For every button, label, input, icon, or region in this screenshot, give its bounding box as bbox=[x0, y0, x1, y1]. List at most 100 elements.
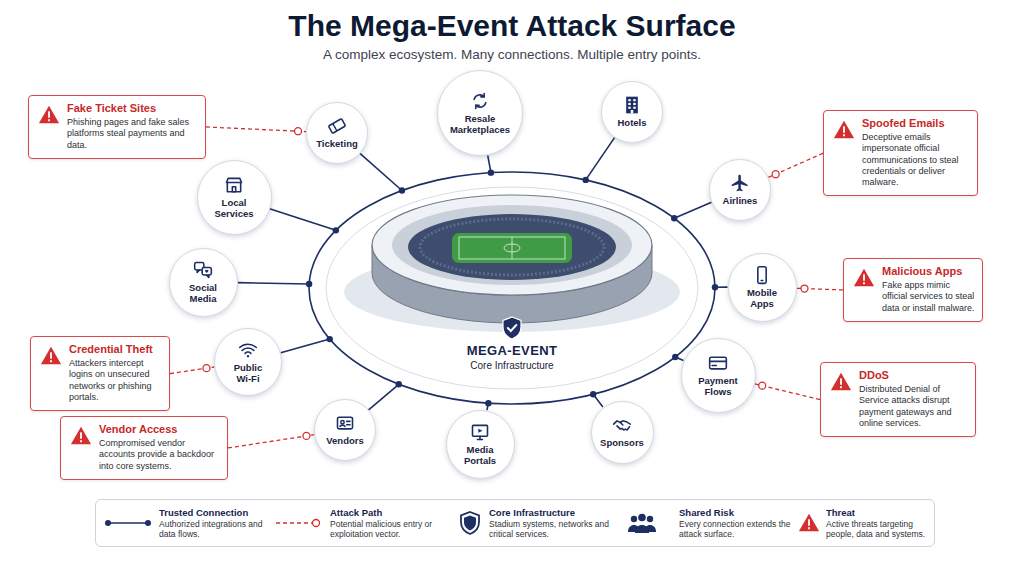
graphic-part bbox=[41, 347, 61, 364]
trusted-connection bbox=[270, 209, 336, 231]
title-holder: The Mega-Event Attack Surface bbox=[0, 8, 1024, 44]
graphic-part bbox=[326, 187, 698, 389]
legend-sample bbox=[274, 518, 322, 528]
trusted-connection bbox=[237, 283, 309, 284]
service-node: Media Portals bbox=[446, 410, 515, 479]
graphic-part bbox=[333, 124, 336, 130]
callout-body: Phishing pages and fake sales platforms … bbox=[67, 117, 198, 151]
graphic-part bbox=[202, 267, 211, 275]
callout-heading: Credential Theft bbox=[69, 343, 162, 356]
graphic-part bbox=[478, 428, 482, 432]
page-subtitle: A complex ecosystem. Many connections. M… bbox=[0, 47, 1024, 63]
legend-description: Stadium systems, networks and critical s… bbox=[489, 519, 615, 539]
legend-entry: ThreatActive threats targeting people, d… bbox=[826, 507, 934, 539]
node-label: Public Wi-Fi bbox=[228, 363, 268, 385]
graphic-part bbox=[80, 432, 82, 438]
graphic-part bbox=[227, 178, 242, 182]
graphic-part bbox=[628, 514, 656, 533]
legend-text: Threat bbox=[826, 507, 934, 518]
service-node: Sponsors bbox=[591, 401, 654, 464]
service-node: Social Media bbox=[169, 248, 238, 317]
graphic-part bbox=[840, 386, 842, 388]
legend-box: Trusted ConnectionAuthorized integration… bbox=[95, 499, 935, 547]
graphic-part bbox=[631, 516, 637, 522]
trusted-connection bbox=[281, 339, 330, 353]
graphic-part bbox=[338, 417, 353, 429]
service-icon bbox=[327, 116, 347, 136]
attack-marker bbox=[772, 171, 779, 178]
service-icon bbox=[335, 413, 355, 433]
node-label: Social Media bbox=[182, 283, 224, 305]
trusted-connection bbox=[360, 154, 402, 191]
attack-marker bbox=[303, 432, 310, 439]
graphic-part bbox=[71, 427, 91, 444]
service-icon bbox=[470, 91, 490, 111]
core-subtitle: Core Infrastructure bbox=[470, 359, 553, 372]
node-label: Payment Flows bbox=[693, 376, 743, 398]
core-title: MEGA-EVENT bbox=[467, 343, 558, 359]
graphic-part bbox=[761, 279, 763, 281]
attack-marker bbox=[801, 285, 808, 292]
service-node: Vendors bbox=[314, 399, 376, 461]
graphic-part bbox=[328, 119, 345, 134]
graphic-part bbox=[758, 266, 766, 283]
field-circle bbox=[504, 244, 520, 252]
threat-callout: Vendor AccessCompromised vendor accounts… bbox=[60, 416, 228, 480]
graphic-part bbox=[473, 425, 488, 436]
service-icon bbox=[708, 353, 728, 373]
stadium-stands bbox=[408, 214, 616, 280]
legend-text: Core Infrastructure bbox=[489, 507, 615, 518]
graphic-part bbox=[799, 514, 819, 531]
graphic-part bbox=[863, 282, 865, 284]
graphic-part bbox=[479, 436, 481, 439]
graphic-part bbox=[628, 107, 631, 109]
graphic-part bbox=[341, 421, 344, 424]
callout-body: Deceptive emails impersonate official co… bbox=[862, 132, 970, 188]
warning-icon bbox=[853, 267, 875, 289]
graphic-part bbox=[647, 516, 653, 522]
graphic-part bbox=[843, 126, 845, 132]
legend-description: Every connection extends the attack surf… bbox=[679, 519, 791, 539]
graphic-part bbox=[80, 440, 82, 442]
legend-entry: Core InfrastructureStadium systems, netw… bbox=[489, 507, 615, 539]
graphic-part bbox=[628, 103, 631, 105]
graphic-part bbox=[48, 111, 50, 117]
graphic-part bbox=[614, 421, 631, 424]
stadium-roof-inner bbox=[392, 205, 632, 285]
graphic-part bbox=[631, 110, 634, 113]
graphic-part bbox=[205, 269, 209, 272]
graphic-part bbox=[105, 520, 111, 526]
legend-sample bbox=[626, 512, 658, 534]
core-ring bbox=[307, 170, 717, 406]
service-icon bbox=[470, 422, 490, 442]
threat-callout: Credential TheftAttackers intercept logi… bbox=[30, 336, 170, 411]
warning-icon bbox=[70, 425, 92, 447]
service-node: Public Wi-Fi bbox=[214, 328, 282, 396]
stadium-seats bbox=[420, 219, 604, 275]
graphic-part bbox=[834, 121, 854, 138]
graphic-part bbox=[48, 119, 50, 121]
legend-text: Trusted Connection bbox=[159, 507, 269, 518]
service-icon bbox=[622, 95, 642, 115]
graphic-part bbox=[840, 378, 842, 384]
warning-icon bbox=[38, 104, 60, 126]
service-icon bbox=[752, 265, 772, 285]
callout-heading: Malicious Apps bbox=[882, 265, 975, 278]
graphic-part bbox=[633, 107, 636, 109]
graphic-part bbox=[508, 325, 517, 331]
page-title: The Mega-Event Attack Surface bbox=[0, 8, 1024, 44]
graphic-part bbox=[240, 344, 257, 347]
stadium-roof bbox=[372, 195, 652, 295]
callout-body: Attackers intercept logins on unsecured … bbox=[69, 358, 162, 403]
callout-heading: Spoofed Emails bbox=[862, 117, 970, 130]
graphic-part bbox=[808, 519, 810, 525]
graphic-part bbox=[712, 364, 716, 366]
legend-entry: Shared RiskEvery connection extends the … bbox=[679, 507, 791, 539]
stadium-field bbox=[452, 233, 572, 263]
graphic-part bbox=[232, 186, 235, 191]
node-label: Mobile Apps bbox=[741, 288, 783, 310]
service-node: Resale Marketplaces bbox=[437, 70, 523, 156]
trusted-connection bbox=[586, 138, 615, 180]
warning-icon bbox=[40, 345, 62, 367]
graphic-part bbox=[247, 355, 249, 357]
